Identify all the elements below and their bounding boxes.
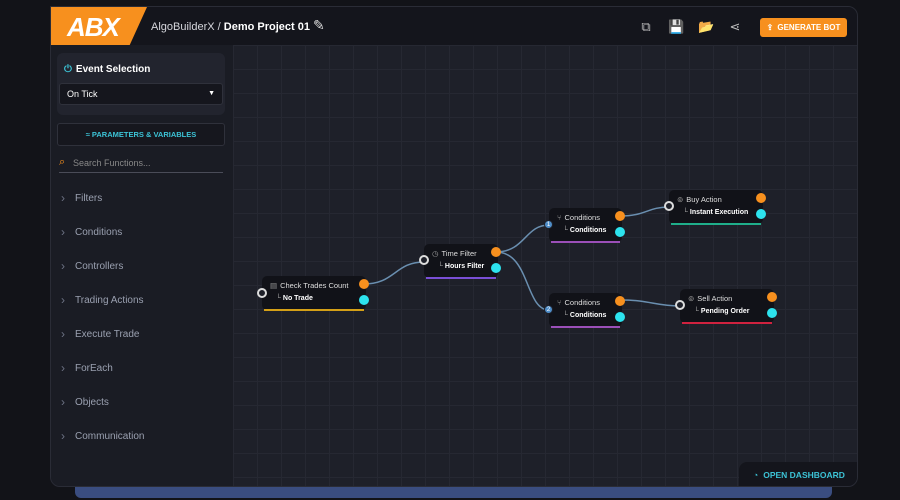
- breadcrumb-app[interactable]: AlgoBuilderX /: [151, 21, 221, 33]
- category-item[interactable]: ›Objects: [61, 395, 109, 409]
- chevron-right-icon: ›: [61, 191, 65, 205]
- node-subtitle: Pending Order: [694, 308, 750, 315]
- chevron-right-icon: ›: [61, 429, 65, 443]
- sidebar: ⏻Event Selection On Tick ▼ ≈ PARAMETERS &…: [51, 45, 233, 486]
- node-title: Check Trades Count: [280, 281, 349, 290]
- node-type-icon: ⊚: [677, 195, 684, 204]
- flow-node[interactable]: ◷Time Filter Hours Filter: [419, 244, 501, 279]
- header: ABX AlgoBuilderX / Demo Project 01 ✎ ⧉ 💾…: [51, 7, 857, 45]
- chevron-right-icon: ›: [61, 225, 65, 239]
- input-port[interactable]: [675, 300, 685, 310]
- chevron-right-icon: ›: [61, 327, 65, 341]
- generate-bot-button[interactable]: ⇪GENERATE BOT: [760, 18, 847, 37]
- input-port[interactable]: 1: [544, 220, 553, 229]
- output-port-secondary[interactable]: [767, 308, 777, 318]
- output-port[interactable]: [615, 211, 625, 221]
- flow-node[interactable]: 2 ⑂Conditions Conditions: [544, 293, 625, 328]
- edit-name-icon[interactable]: ✎: [313, 17, 325, 33]
- open-dashboard-button[interactable]: ◔OPEN DASHBOARD: [739, 462, 857, 486]
- node-underline: [264, 309, 364, 311]
- node-subtitle: Hours Filter: [438, 263, 484, 270]
- event-selection-panel: ⏻Event Selection On Tick ▼: [57, 53, 225, 115]
- node-underline: [551, 241, 620, 243]
- node-type-icon: ◷: [432, 249, 439, 258]
- node-subtitle: Instant Execution: [683, 209, 748, 216]
- output-port-secondary[interactable]: [756, 209, 766, 219]
- chevron-right-icon: ›: [61, 361, 65, 375]
- category-item[interactable]: ›Trading Actions: [61, 293, 144, 307]
- node-underline: [426, 277, 496, 279]
- input-port[interactable]: [664, 201, 674, 211]
- share-icon[interactable]: ⋖: [729, 19, 741, 34]
- open-folder-icon[interactable]: 📂: [698, 19, 715, 34]
- chevron-right-icon: ›: [61, 293, 65, 307]
- save-icon[interactable]: 💾: [668, 19, 685, 34]
- node-title: Time Filter: [441, 249, 477, 258]
- category-item[interactable]: ›Execute Trade: [61, 327, 140, 341]
- category-item[interactable]: ›Conditions: [61, 225, 123, 239]
- chevron-right-icon: ›: [61, 395, 65, 409]
- input-port[interactable]: [419, 255, 429, 265]
- node-underline: [551, 326, 620, 328]
- parameters-variables-button[interactable]: ≈ PARAMETERS & VARIABLES: [57, 123, 225, 146]
- output-port[interactable]: [491, 247, 501, 257]
- category-item[interactable]: ›ForEach: [61, 361, 113, 375]
- node-underline: [682, 322, 772, 324]
- output-port-secondary[interactable]: [615, 227, 625, 237]
- flow-node[interactable]: ⊚Buy Action Instant Execution: [664, 190, 766, 225]
- node-title: Conditions: [564, 298, 600, 307]
- node-title: Conditions: [564, 213, 600, 222]
- caret-down-icon: ▼: [208, 90, 215, 97]
- output-port[interactable]: [756, 193, 766, 203]
- event-selection-title: Event Selection: [75, 64, 151, 75]
- node-title: Buy Action: [686, 195, 722, 204]
- logo[interactable]: ABX: [51, 7, 147, 45]
- flow-node[interactable]: ▤Check Trades Count No Trade: [257, 276, 369, 311]
- gauge-icon: ◔: [753, 470, 759, 480]
- node-underline: [671, 223, 761, 225]
- category-item[interactable]: ›Controllers: [61, 259, 124, 273]
- upload-icon: ⇪: [766, 23, 774, 32]
- search-placeholder: Search Functions...: [73, 158, 151, 168]
- project-name: Demo Project 01: [223, 21, 310, 33]
- output-port-secondary[interactable]: [615, 312, 625, 322]
- category-item[interactable]: ›Communication: [61, 429, 145, 443]
- flow-node[interactable]: 1 ⑂Conditions Conditions: [544, 208, 625, 243]
- flow-node[interactable]: ⊚Sell Action Pending Order: [675, 289, 777, 324]
- search-icon: ⌕: [59, 156, 66, 168]
- output-port[interactable]: [767, 292, 777, 302]
- input-port[interactable]: 2: [544, 305, 553, 314]
- search-functions-input[interactable]: ⌕ Search Functions...: [59, 155, 223, 173]
- node-type-icon: ⑂: [557, 213, 562, 222]
- chevron-right-icon: ›: [61, 259, 65, 273]
- category-item[interactable]: ›Filters: [61, 191, 103, 205]
- breadcrumb: AlgoBuilderX / Demo Project 01: [151, 21, 310, 33]
- node-title: Sell Action: [697, 294, 733, 303]
- node-subtitle: No Trade: [276, 295, 313, 302]
- event-select[interactable]: On Tick ▼: [59, 83, 223, 105]
- node-subtitle: Conditions: [563, 312, 607, 319]
- event-select-value: On Tick: [67, 89, 98, 99]
- node-type-icon: ⑂: [557, 298, 562, 307]
- output-port-secondary[interactable]: [359, 295, 369, 305]
- node-type-icon: ▤: [270, 281, 278, 290]
- output-port[interactable]: [359, 279, 369, 289]
- power-icon: ⏻: [64, 64, 72, 75]
- bottom-bar: [75, 484, 832, 498]
- output-port-secondary[interactable]: [491, 263, 501, 273]
- node-subtitle: Conditions: [563, 227, 607, 234]
- output-port[interactable]: [615, 296, 625, 306]
- flow-canvas[interactable]: ◔OPEN DASHBOARD: [233, 45, 857, 486]
- input-port[interactable]: [257, 288, 267, 298]
- duplicate-icon[interactable]: ⧉: [641, 19, 651, 34]
- node-type-icon: ⊚: [688, 294, 695, 303]
